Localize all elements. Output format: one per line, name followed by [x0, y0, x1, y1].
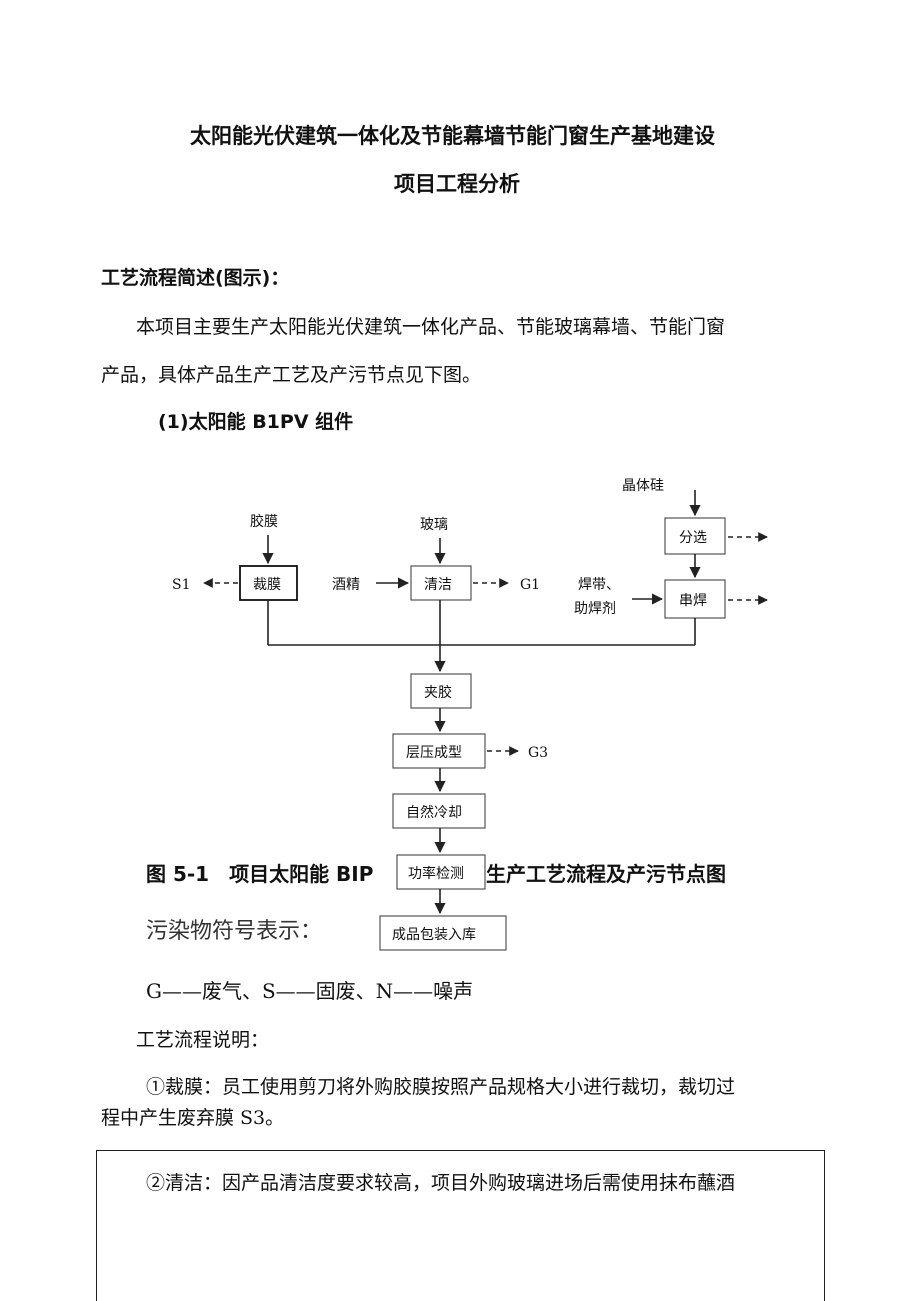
step-box-power-test [396, 854, 486, 890]
step-label-cool: 自然冷却 [406, 804, 462, 821]
intro-paragraph-line2: 产品，具体产品生产工艺及产污节点见下图。 [101, 364, 482, 386]
input-film-label: 胶膜 [250, 513, 278, 530]
output-g3-label: G3 [528, 745, 548, 761]
step1-line1: ①裁膜：员工使用剪刀将外购胶膜按照产品规格大小进行裁切，裁切过 [146, 1076, 736, 1098]
step2-line1: ②清洁：因产品清洁度要求较高，项目外购玻璃进场后需使用抹布蘸酒 [146, 1172, 736, 1194]
step-label-string-weld: 串焊 [679, 593, 707, 609]
step-label-package: 成品包装入库 [392, 927, 476, 943]
intro-paragraph-line1: 本项目主要生产太阳能光伏建筑一体化产品、节能玻璃幕墙、节能门窗 [136, 316, 726, 338]
input-silicon-label: 晶体硅 [622, 478, 664, 494]
step-label-sort: 分选 [679, 530, 707, 546]
figure-caption-right: 生产工艺流程及产污节点图 [486, 862, 726, 886]
input-glass-label: 玻璃 [420, 516, 448, 533]
document-title-line1: 太阳能光伏建筑一体化及节能幕墙节能门窗生产基地建设 [190, 124, 715, 148]
document-title-line2: 项目工程分析 [394, 172, 520, 196]
step-label-sandwich: 夹胶 [424, 684, 452, 701]
table-frame [96, 1150, 825, 1301]
step-label-laminate: 层压成型 [406, 745, 462, 761]
input-solder-label-line1: 焊带、 [578, 577, 620, 593]
section-heading: 工艺流程简述(图示)： [101, 267, 290, 289]
output-g1-label: G1 [520, 577, 540, 593]
input-alcohol-label: 酒精 [332, 577, 360, 593]
sub-heading-bipv: (1)太阳能 B1PV 组件 [158, 411, 354, 433]
legend-title: 污染物符号表示： [146, 919, 323, 944]
step-box-clean [410, 565, 472, 601]
output-s1-label: S1 [172, 577, 191, 593]
process-heading: 工艺流程说明： [136, 1029, 270, 1051]
step-box-package [379, 915, 507, 951]
step-box-laminate [392, 733, 486, 769]
legend-symbols: G——废气、S——固废、N——噪声 [146, 979, 474, 1003]
step-box-cool [392, 793, 486, 829]
step-label-cut-film: 裁膜 [253, 577, 281, 593]
process-flow-diagram: 胶膜 裁膜 S1 玻璃 酒精 清洁 G1 晶体硅 分选 串焊 焊带、 助焊剂 [172, 478, 768, 951]
step1-line2: 程中产生废弃膜 S3。 [101, 1107, 285, 1129]
step-label-power-test: 功率检测 [408, 865, 464, 882]
step-label-clean: 清洁 [424, 577, 452, 593]
input-solder-label-line2: 助焊剂 [574, 601, 616, 617]
figure-caption-left: 图 5-1 项目太阳能 BIP [146, 862, 374, 886]
step-box-sandwich [410, 673, 472, 709]
